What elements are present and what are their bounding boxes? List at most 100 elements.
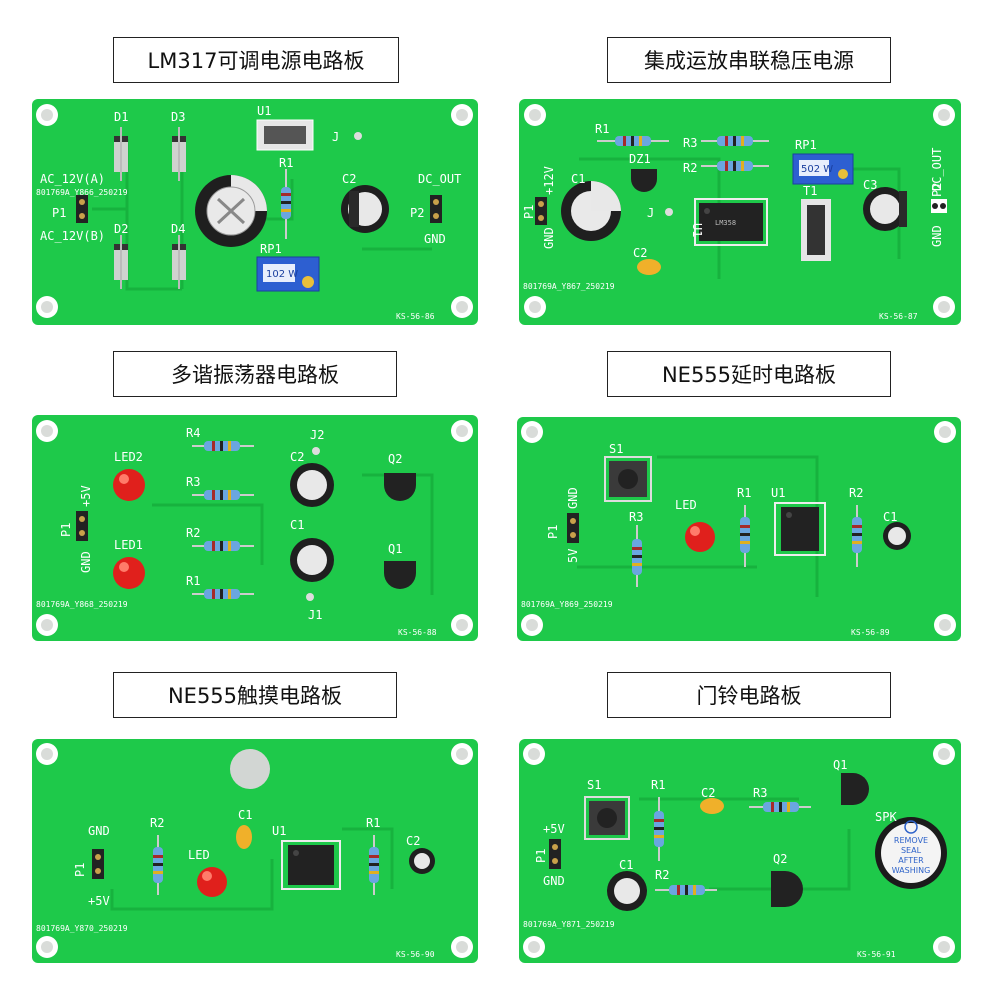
buzzer-seal: SEAL	[901, 846, 922, 855]
label-ac-b: AC_12V(B)	[40, 229, 105, 243]
board-ks: KS-56-87	[879, 312, 918, 321]
label-j2: J2	[310, 428, 324, 442]
potentiometer-rp1: 102 W	[256, 256, 320, 292]
label-c3: C3	[863, 178, 877, 192]
label-p1: P1	[52, 206, 66, 220]
connector-p1	[92, 849, 104, 879]
label-r1: R1	[595, 122, 609, 136]
resistor-r2	[655, 885, 717, 895]
board-6-title: 门铃电路板	[607, 672, 891, 718]
label-gnd2: GND	[930, 225, 944, 247]
board-code: 801769A_Y866_250219	[36, 188, 128, 197]
label-c1: C1	[290, 518, 304, 532]
resistor-r3	[192, 490, 254, 500]
switch-s1	[604, 456, 652, 502]
transistor-q2	[384, 473, 416, 501]
buzzer-spk	[875, 817, 947, 889]
label-s1: S1	[609, 442, 623, 456]
board-4-ne555-delay: S1 LED R3 R1 U1 R2 C1 P1 GND 5V 801769A_…	[517, 417, 961, 641]
label-p2: P2	[930, 183, 944, 197]
label-r1: R1	[279, 156, 293, 170]
label-r2: R2	[655, 868, 669, 882]
board-ks: KS-56-90	[396, 950, 435, 959]
connector-p1	[76, 195, 88, 223]
board-code: 801769A_Y871_250219	[523, 920, 615, 929]
resistor-r1	[369, 835, 379, 895]
label-gnd: GND	[543, 874, 565, 888]
label-d1: D1	[114, 110, 128, 124]
label-12v: +12V	[542, 166, 556, 195]
transistor-q1	[841, 773, 869, 805]
buzzer-after: AFTER	[898, 856, 924, 865]
resistor-r3	[701, 136, 769, 146]
connector-p1	[76, 511, 88, 541]
label-r3: R3	[629, 510, 643, 524]
label-j1: J1	[308, 608, 322, 622]
label-spk: SPK	[875, 810, 897, 824]
label-led2: LED2	[114, 450, 143, 464]
capacitor-c2	[409, 848, 435, 874]
diode-d1	[114, 127, 128, 181]
label-r2: R2	[150, 816, 164, 830]
label-c1: C1	[571, 172, 585, 186]
capacitor-c2	[637, 259, 661, 275]
capacitor-c1	[561, 181, 621, 241]
label-r1: R1	[651, 778, 665, 792]
board-code: 801769A_Y867_250219	[523, 282, 615, 291]
ic-u1	[774, 502, 826, 556]
label-u1: U1	[771, 486, 785, 500]
mounting-holes	[36, 420, 473, 636]
label-d4: D4	[171, 222, 185, 236]
capacitor-c1	[195, 175, 267, 247]
label-p2: P2	[410, 206, 424, 220]
board-3-multivibrator: LED2 LED1 R4 R3 R2 R1 C2 C1 J2 J1 Q2 Q1 …	[32, 415, 478, 641]
label-j: J	[332, 130, 339, 144]
label-r4: R4	[186, 426, 200, 440]
label-r2: R2	[849, 486, 863, 500]
capacitor-c2	[700, 798, 724, 814]
jumper-j-pad	[665, 208, 673, 216]
label-c2: C2	[290, 450, 304, 464]
transistor-q2	[771, 871, 803, 907]
label-r3: R3	[753, 786, 767, 800]
board-3-title: 多谐振荡器电路板	[113, 351, 397, 397]
label-p1: P1	[59, 523, 73, 537]
label-u1: U1	[257, 104, 271, 118]
capacitor-c1	[236, 825, 252, 849]
label-rp1: RP1	[260, 242, 282, 256]
label-r1: R1	[366, 816, 380, 830]
mounting-holes	[36, 743, 473, 958]
board-1-title: LM317可调电源电路板	[113, 37, 399, 83]
led-led	[685, 522, 715, 552]
board-code: 801769A_Y870_250219	[36, 924, 128, 933]
pot-value: 102 W	[266, 269, 298, 280]
buzzer-washing: WASHING	[892, 866, 931, 875]
pot-value: 502 W	[801, 164, 833, 175]
label-c1: C1	[883, 510, 897, 524]
label-p1: P1	[546, 525, 560, 539]
label-r1: R1	[186, 574, 200, 588]
board-ks: KS-56-86	[396, 312, 435, 321]
label-u1: U1	[690, 223, 704, 237]
connector-p1	[549, 839, 561, 869]
mounting-holes	[36, 104, 473, 318]
label-r1: R1	[737, 486, 751, 500]
label-5v: +5V	[543, 822, 565, 836]
resistor-r1	[597, 136, 669, 146]
label-c2: C2	[342, 172, 356, 186]
svg-text:LM358: LM358	[715, 219, 736, 227]
capacitor-c3	[863, 187, 907, 231]
label-p1: P1	[534, 849, 548, 863]
label-c2: C2	[701, 786, 715, 800]
label-gnd: GND	[88, 824, 110, 838]
board-5-ne555-touch: GND +5V R2 C1 LED U1 R1 C2 P1 801769A_Y8…	[32, 739, 478, 963]
potentiometer-rp1: 502 W	[792, 153, 854, 185]
label-led: LED	[675, 498, 697, 512]
led-led	[197, 867, 227, 897]
mounting-holes	[524, 104, 955, 318]
label-gnd: GND	[424, 232, 446, 246]
label-c2: C2	[406, 834, 420, 848]
resistor-r3	[632, 525, 642, 587]
label-c2: C2	[633, 246, 647, 260]
connector-p2	[931, 199, 947, 213]
